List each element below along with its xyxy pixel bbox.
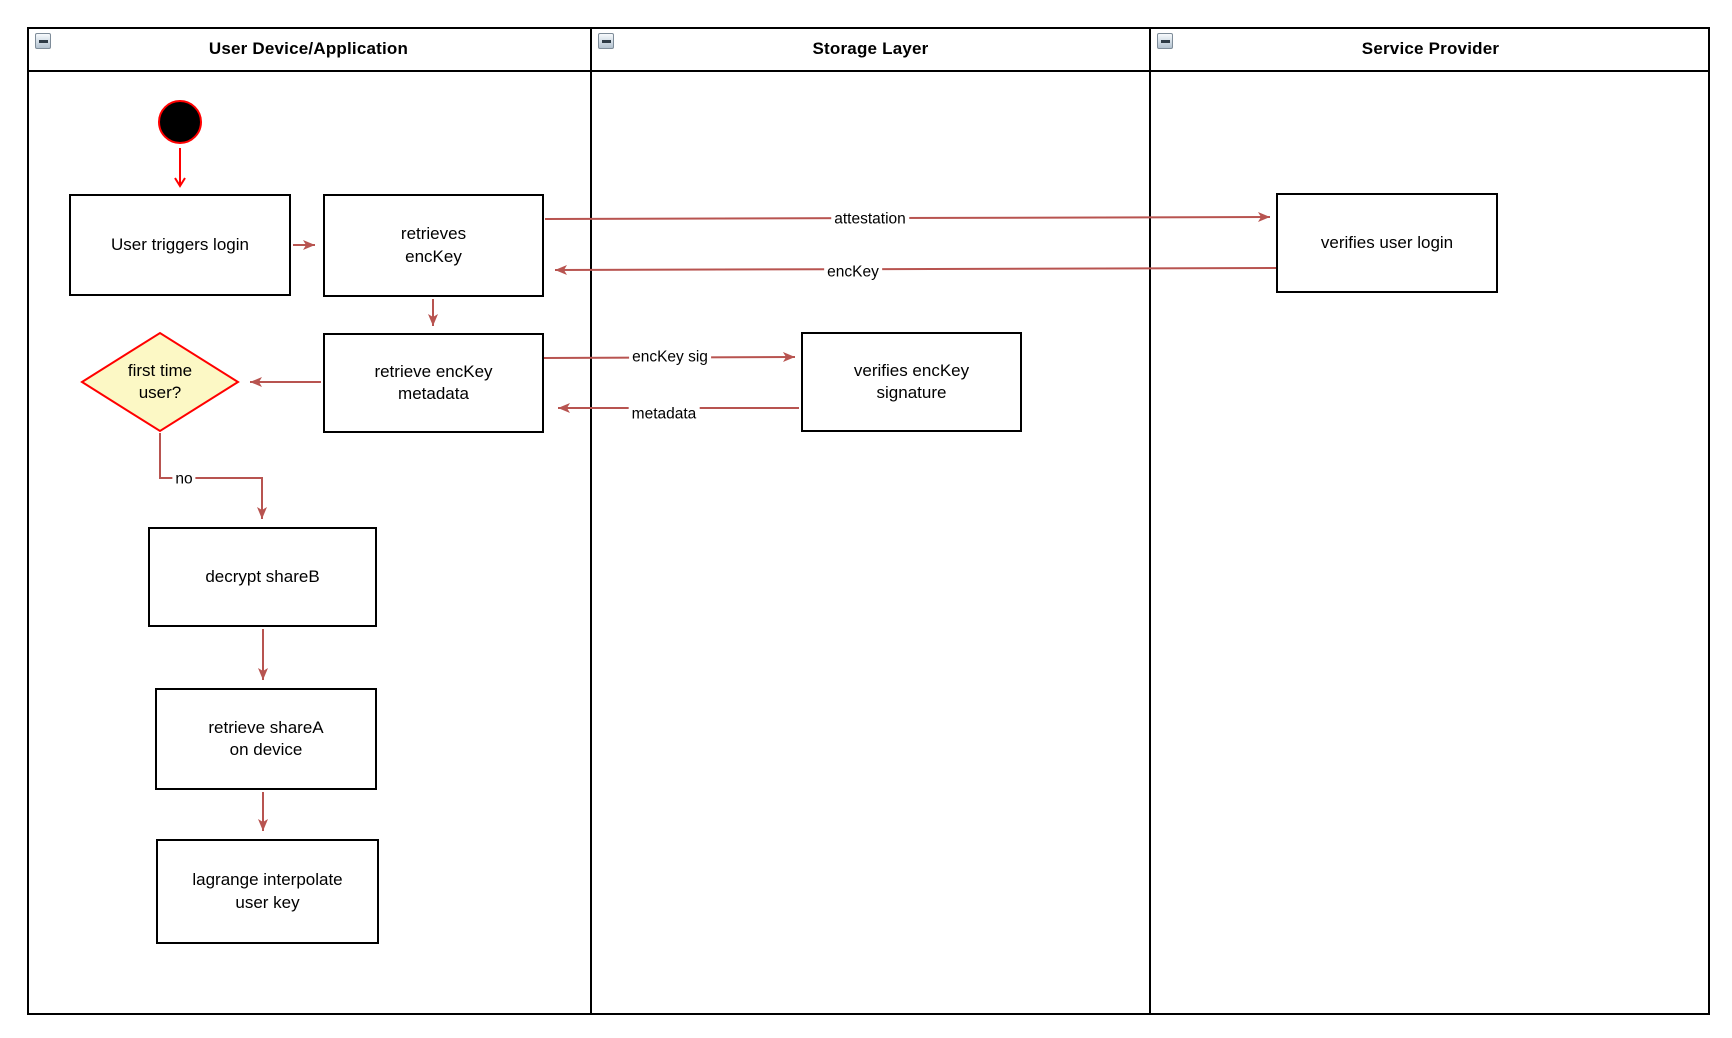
initial-node[interactable] bbox=[158, 100, 202, 144]
collapse-button-lane-3[interactable] bbox=[1157, 33, 1173, 49]
collapse-button-lane-2[interactable] bbox=[598, 33, 614, 49]
lane-title-service-provider: Service Provider bbox=[1361, 39, 1500, 58]
node-lagrange-interpolate-user-key[interactable]: lagrange interpolate user key bbox=[156, 839, 379, 944]
node-decrypt-shareb[interactable]: decrypt shareB bbox=[148, 527, 377, 627]
node-verifies-user-login[interactable]: verifies user login bbox=[1276, 193, 1498, 293]
minus-icon bbox=[38, 39, 48, 43]
lane-divider bbox=[1149, 27, 1151, 1015]
collapse-button-lane-1[interactable] bbox=[35, 33, 51, 49]
lane-title-user-device: User Device/Application bbox=[208, 39, 409, 58]
node-retrieves-enckey[interactable]: retrieves encKey bbox=[323, 194, 544, 297]
node-user-triggers-login[interactable]: User triggers login bbox=[69, 194, 291, 296]
edge-label-metadata: metadata bbox=[628, 405, 700, 423]
decision-label: first time user? bbox=[127, 360, 193, 402]
node-retrieve-enckey-metadata[interactable]: retrieve encKey metadata bbox=[323, 333, 544, 433]
minus-icon bbox=[601, 39, 611, 43]
node-retrieve-sharea-on-device[interactable]: retrieve shareA on device bbox=[155, 688, 377, 790]
minus-icon bbox=[1160, 39, 1170, 43]
node-verifies-enckey-signature[interactable]: verifies encKey signature bbox=[801, 332, 1022, 432]
edge-label-enckey-sig: encKey sig bbox=[629, 348, 711, 366]
swimlane-pool bbox=[27, 27, 1710, 1015]
edge-label-enckey: encKey bbox=[824, 263, 882, 281]
lane-divider bbox=[590, 27, 592, 1015]
lane-title-storage-layer: Storage Layer bbox=[812, 39, 929, 58]
edge-label-no: no bbox=[172, 470, 196, 488]
edge-label-attestation: attestation bbox=[831, 210, 909, 228]
lane-header-separator bbox=[27, 70, 1710, 72]
